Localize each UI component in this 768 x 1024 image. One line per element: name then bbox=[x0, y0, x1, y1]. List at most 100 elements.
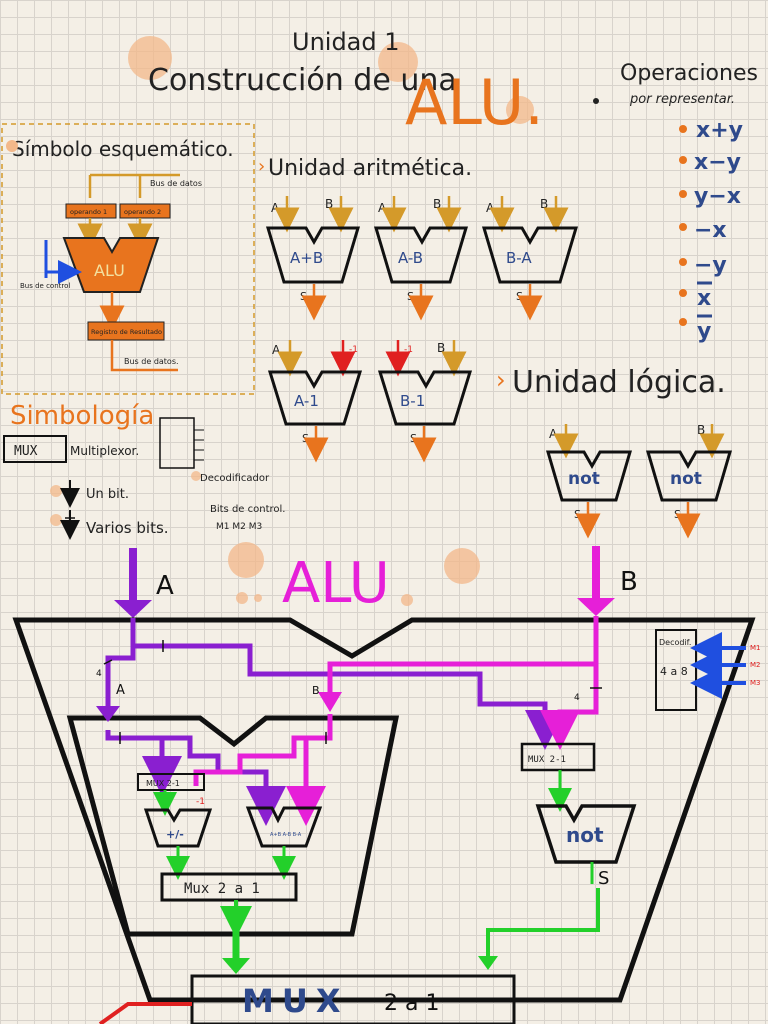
arith-unit-b-minus-a: A B B-A S bbox=[481, 196, 579, 321]
alu-symbol bbox=[62, 237, 160, 293]
arith-unit-a-plus-b: A B A+B S bbox=[265, 196, 361, 321]
output-s-label: S bbox=[407, 290, 414, 303]
op-bullet bbox=[679, 289, 687, 297]
op-bullet bbox=[679, 190, 687, 198]
arith-op-label: A-1 bbox=[294, 392, 319, 410]
bus-out-line bbox=[110, 340, 178, 372]
bus-a-head bbox=[96, 706, 120, 722]
blob bbox=[128, 36, 172, 80]
result-register-label: Registro de Resultado bbox=[91, 328, 162, 336]
inner-a-label: A bbox=[116, 683, 125, 698]
blob bbox=[444, 548, 480, 584]
pm-minus-one: -1 bbox=[196, 797, 205, 807]
arith-block bbox=[377, 370, 473, 426]
blob bbox=[50, 514, 62, 526]
arith-op-label: A+B bbox=[290, 249, 323, 267]
final-mux-word: MUX bbox=[242, 982, 349, 1020]
arith-block bbox=[373, 226, 469, 284]
arith-marker: › bbox=[258, 156, 265, 177]
decoder-block: Decodif. 4 a 8 M1 M2 M3 bbox=[655, 629, 761, 711]
big-alu-title: ALU bbox=[282, 551, 390, 616]
operand-2-label: operando 2 bbox=[124, 208, 161, 216]
big-not-s-label: S bbox=[598, 868, 609, 889]
control-bus-label: Bus de control bbox=[20, 282, 70, 290]
arith-block bbox=[267, 370, 363, 426]
not-block bbox=[646, 450, 732, 502]
arith-unit-a-minus-one: A -1 A-1 S bbox=[267, 340, 363, 463]
bus-a-path bbox=[133, 643, 548, 722]
plus-minus-label: +/- bbox=[166, 828, 184, 841]
op-item: x+y bbox=[696, 118, 743, 143]
op-item: x−y bbox=[694, 150, 741, 175]
bus-width-b: 4 bbox=[574, 693, 580, 703]
decorative-blobs bbox=[50, 36, 534, 606]
operand-2-box bbox=[119, 203, 171, 219]
bus-a-path bbox=[105, 618, 136, 710]
blob bbox=[50, 485, 62, 497]
result-register bbox=[87, 321, 165, 341]
inner-b-label: B bbox=[312, 684, 320, 697]
schematic-title: Símbolo esquemático. bbox=[12, 137, 234, 161]
unit-label: Unidad 1 bbox=[292, 28, 400, 56]
bus-in-label: Bus de datos bbox=[150, 179, 202, 188]
logic-units: A not S B not S bbox=[546, 423, 732, 539]
input-a-label: A bbox=[378, 201, 387, 215]
title-main: ALU. bbox=[405, 66, 544, 139]
bus-b-path bbox=[327, 661, 596, 694]
many-bits-desc: Varios bits. bbox=[86, 519, 169, 537]
schematic-symbol-panel: Símbolo esquemático. Bus de datos operan… bbox=[1, 123, 255, 395]
symbology-title: Simbología bbox=[10, 401, 154, 431]
blob bbox=[236, 592, 248, 604]
arith-op-label: A-B bbox=[398, 249, 423, 267]
blob bbox=[228, 542, 264, 578]
schematic-frame bbox=[1, 123, 255, 395]
big-input-a-label: A bbox=[156, 571, 174, 601]
inner-mux-small bbox=[137, 773, 205, 791]
green-arrow-head bbox=[478, 956, 498, 970]
bus-tick-marks bbox=[103, 640, 602, 744]
bus-tick bbox=[103, 659, 113, 665]
inner-arith-outline bbox=[66, 715, 400, 937]
bus-in-line bbox=[88, 173, 180, 198]
op-item: −x bbox=[694, 218, 727, 243]
input-a-label: A bbox=[549, 427, 558, 441]
control-label-m2: M2 bbox=[750, 661, 761, 669]
big-not-block bbox=[535, 804, 637, 864]
final-mux-size: 2 a 1 bbox=[384, 991, 439, 1016]
operations-title: Operaciones bbox=[620, 61, 758, 86]
input-a-label: A bbox=[272, 343, 281, 357]
not-label: not bbox=[568, 469, 600, 489]
not-block bbox=[546, 450, 632, 502]
op-bullet bbox=[679, 125, 687, 133]
input-a-label: A bbox=[271, 201, 280, 215]
arith-units: A B A+B S A B A-B S A B B-A bbox=[265, 196, 579, 463]
mux-desc: Multiplexor. bbox=[70, 444, 139, 458]
blob bbox=[254, 594, 262, 602]
input-a-label: A bbox=[486, 201, 495, 215]
blob bbox=[378, 42, 418, 82]
red-wire bbox=[98, 1002, 192, 1024]
op-item: y bbox=[697, 319, 711, 344]
big-not-label: not bbox=[566, 823, 604, 847]
adder-ops-label: A+B A-B B-A bbox=[270, 832, 302, 838]
output-s-label: S bbox=[302, 432, 309, 445]
big-input-b-label: B bbox=[620, 567, 638, 597]
operand-1-label: operando 1 bbox=[70, 208, 107, 216]
op-item: x bbox=[697, 286, 711, 311]
input-b-label: B bbox=[540, 197, 548, 211]
logic-marker: › bbox=[496, 366, 506, 394]
one-bit-desc: Un bit. bbox=[86, 487, 129, 502]
control-label-m3: M3 bbox=[750, 679, 761, 687]
control-label-m1: M1 bbox=[750, 644, 761, 652]
title-prefix: Construcción de una bbox=[148, 63, 457, 98]
op-item: y−x bbox=[694, 184, 741, 209]
alu-symbol-label: ALU bbox=[94, 261, 125, 280]
output-s-label: S bbox=[516, 290, 523, 303]
arith-block bbox=[265, 226, 361, 284]
arith-mux bbox=[160, 872, 298, 902]
op-bullet bbox=[679, 223, 687, 231]
blob bbox=[191, 471, 201, 481]
logic-unit-not-b: B not S bbox=[646, 423, 732, 539]
bus-b-path bbox=[193, 714, 333, 786]
minus-one-label: -1 bbox=[349, 345, 358, 355]
